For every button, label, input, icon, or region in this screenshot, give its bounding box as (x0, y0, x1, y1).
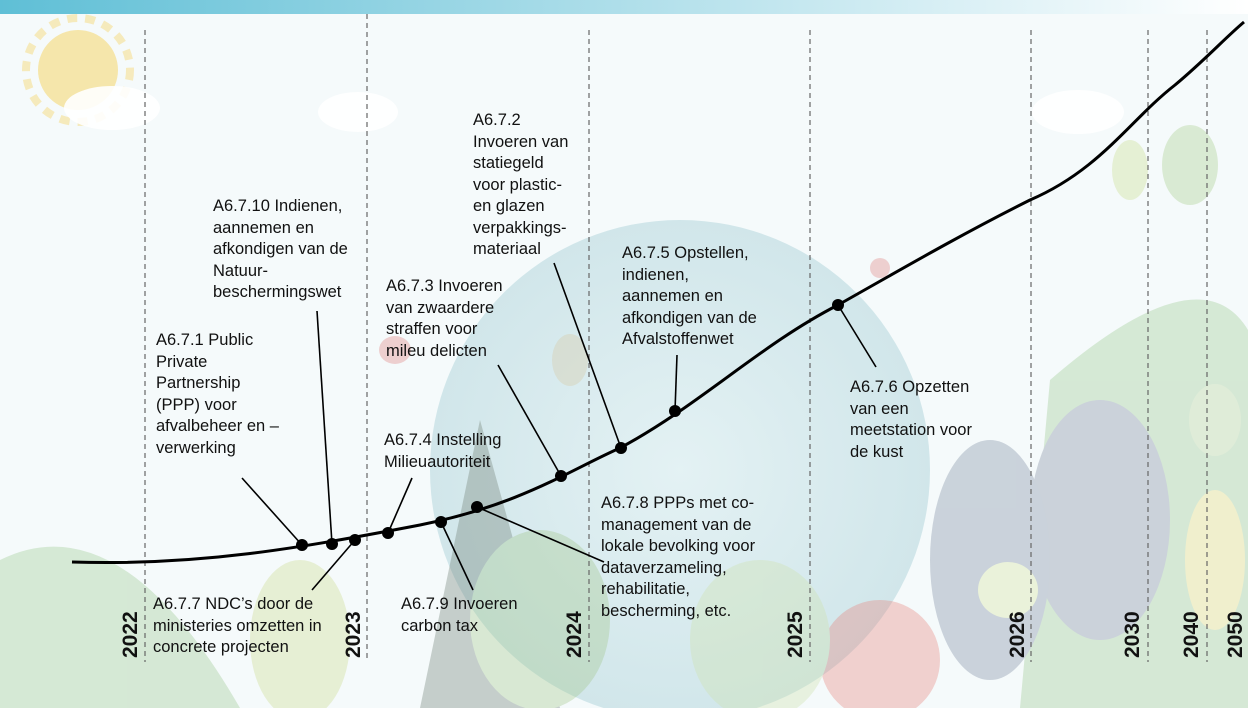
year-label-2026: 2026 (1006, 611, 1029, 658)
milestone-dot-a6-7-8 (471, 501, 483, 513)
leader-line-a6-7-3 (497, 364, 562, 477)
milestone-label-a6-7-3: A6.7.3 Invoeren van zwaardere straffen v… (386, 277, 503, 360)
leader-line-a6-7-10 (316, 310, 333, 545)
globe-icon (430, 220, 930, 708)
milestone-dot-a6-7-2 (615, 442, 627, 454)
milestone-dot-a6-7-9 (435, 516, 447, 528)
leader-line-a6-7-5 (674, 354, 678, 412)
year-label-2023: 2023 (342, 611, 365, 658)
milestone-label-a6-7-10: A6.7.10 Indienen, aannemen en afkondigen… (213, 197, 348, 301)
year-label-2050: 2050 (1224, 611, 1247, 658)
milestone-dot-a6-7-7 (349, 534, 361, 546)
leader-line-a6-7-1 (241, 477, 303, 546)
milestone-dot-a6-7-6 (832, 299, 844, 311)
milestone-dot-a6-7-4 (382, 527, 394, 539)
leader-line-a6-7-8 (476, 506, 605, 563)
milestone-label-a6-7-5: A6.7.5 Opstellen, indienen, aannemen en … (622, 244, 757, 348)
milestone-dot-a6-7-3 (555, 470, 567, 482)
milestone-label-a6-7-1: A6.7.1 Public Private Partnership (PPP) … (156, 331, 279, 457)
year-label-2022: 2022 (119, 611, 142, 658)
milestone-label-a6-7-2: A6.7.2 Invoeren van statiegeld voor plas… (473, 111, 569, 258)
leaf-icon (0, 125, 1248, 708)
year-label-2025: 2025 (784, 611, 807, 658)
milestone-label-a6-7-6: A6.7.6 Opzetten van een meetstation voor… (850, 378, 972, 461)
year-label-2040: 2040 (1180, 611, 1203, 658)
year-label-2030: 2030 (1121, 611, 1144, 658)
year-label-2024: 2024 (563, 611, 586, 658)
milestone-dot-a6-7-5 (669, 405, 681, 417)
milestone-label-a6-7-9: A6.7.9 Invoeren carbon tax (401, 595, 518, 635)
leader-line-a6-7-6 (837, 304, 877, 368)
cloud-icon (64, 86, 1124, 134)
milestone-dot-a6-7-10 (326, 538, 338, 550)
leader-line-a6-7-7 (311, 539, 356, 591)
milestone-label-a6-7-4: A6.7.4 Instelling Milieuautoriteit (384, 431, 502, 471)
timeline-curve (71, 20, 1245, 565)
milestone-dot-a6-7-1 (296, 539, 308, 551)
milestone-label-a6-7-7: A6.7.7 NDC’s door de ministeries omzette… (153, 595, 322, 656)
leader-line-a6-7-9 (440, 521, 474, 591)
leader-line-a6-7-2 (553, 262, 622, 449)
leader-line-a6-7-4 (387, 477, 413, 534)
milestone-label-a6-7-8: A6.7.8 PPPs met co- management van de lo… (601, 494, 756, 620)
